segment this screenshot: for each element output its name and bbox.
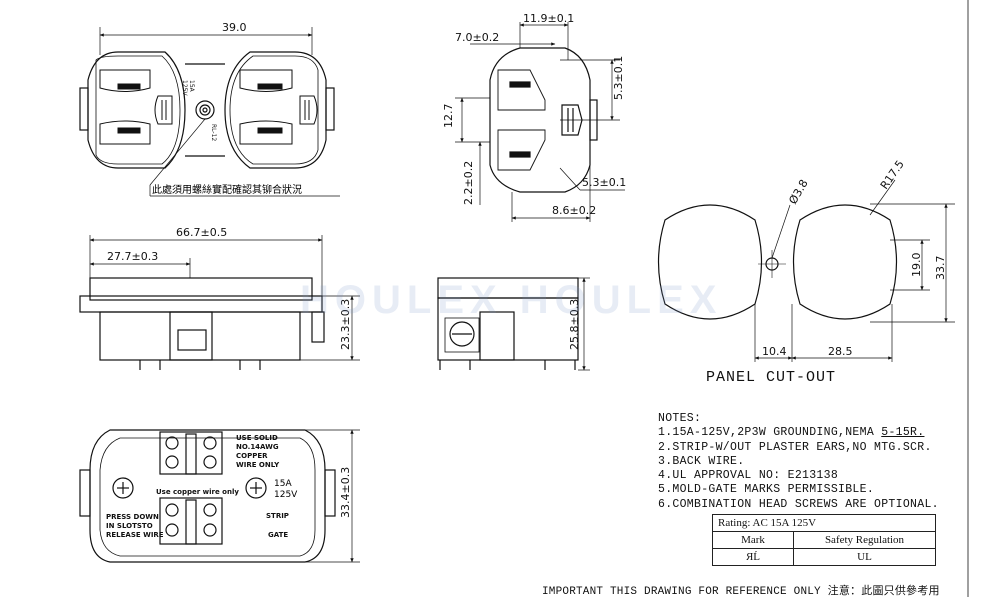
rating-row-values: ЯĹ UL xyxy=(713,549,935,565)
front-model-text: RL-12 xyxy=(210,124,217,141)
back-label-copper-wire: Use copper wire only xyxy=(156,488,239,496)
side-long-half-dim: 27.7±0.3 xyxy=(107,250,158,263)
note-3: 3.BACK WIRE. xyxy=(658,454,745,468)
back-height-dim: 33.4±0.3 xyxy=(339,467,352,518)
note-1-nema: 5-15R. xyxy=(881,426,925,440)
note-4: 4.UL APPROVAL NO: E213138 xyxy=(658,469,839,483)
cutout-outer-dim: 33.7 xyxy=(934,256,947,281)
cutout-gap-dim: 10.4 xyxy=(762,345,787,358)
rating-reg-value: UL xyxy=(857,551,872,563)
back-label-awg: NO.14AWG xyxy=(236,443,279,451)
side-view-small xyxy=(455,22,625,222)
front-voltage-text: 125V xyxy=(181,80,188,96)
end-height-dim: 25.8±0.3 xyxy=(568,299,581,350)
side-long-height-dim: 23.3±0.3 xyxy=(339,299,352,350)
back-label-slots: IN SLOTSTO xyxy=(106,522,153,530)
side-dim-right-bottom: 5.3±0.1 xyxy=(582,176,626,189)
side-dim-right-top: 5.3±0.1 xyxy=(612,56,625,100)
end-view xyxy=(437,277,590,371)
cutout-width-dim: 28.5 xyxy=(828,345,853,358)
ul-mark-icon: ЯĹ xyxy=(713,549,794,565)
side-dim-bottom: 8.6±0.2 xyxy=(552,204,596,217)
side-long-total-dim: 66.7±0.5 xyxy=(176,226,227,239)
note-6: 6.COMBINATION HEAD SCREWS ARE OPTIONAL. xyxy=(658,497,939,511)
note-5: 5.MOLD-GATE MARKS PERMISSIBLE. xyxy=(658,483,875,497)
rating-row-headers: Mark Safety Regulation xyxy=(713,532,935,549)
back-label-wire-only: WIRE ONLY xyxy=(236,461,280,469)
back-label-voltage: 125V xyxy=(274,490,298,500)
side-dim-height: 12.7 xyxy=(442,104,455,129)
panel-cutout-view xyxy=(657,179,955,362)
front-rating-text: 15A xyxy=(188,80,195,93)
back-label-copper: COPPER xyxy=(236,452,268,460)
notes-block: NOTES: 1.15A-125V,2P3W GROUNDING,NEMA 5-… xyxy=(658,412,939,512)
note-2: 2.STRIP-W/OUT PLASTER EARS,NO MTG.SCR. xyxy=(658,440,932,454)
rating-table: Rating: AC 15A 125V Mark Safety Regulati… xyxy=(712,514,936,566)
back-label-gate: GATE xyxy=(268,531,288,539)
rating-col-mark: Mark xyxy=(713,532,794,548)
back-view xyxy=(79,429,360,563)
side-dim-left-bottom: 2.2±0.2 xyxy=(462,161,475,205)
footer-note: IMPORTANT THIS DRAWING FOR REFERENCE ONL… xyxy=(542,586,940,598)
front-width-dim: 39.0 xyxy=(222,21,247,34)
note-1: 1.15A-125V,2P3W GROUNDING,NEMA 5-15R. xyxy=(658,426,939,440)
back-label-use-solid: USE SOLID xyxy=(236,434,278,442)
note-1-text: 1.15A-125V,2P3W GROUNDING,NEMA xyxy=(658,426,882,440)
back-label-rating: 15A xyxy=(274,479,292,489)
rating-header: Rating: AC 15A 125V xyxy=(713,515,935,532)
side-dim-left: 7.0±0.2 xyxy=(455,31,499,44)
panel-cutout-title: PANEL CUT-OUT xyxy=(706,369,837,386)
front-view xyxy=(79,27,340,197)
back-label-press: PRESS DOWN xyxy=(106,513,159,521)
front-callout: 此處須用螺絲實配確認其铆合狀況 xyxy=(152,183,302,196)
side-dim-top: 11.9±0.1 xyxy=(523,12,574,25)
back-label-release: RELEASE WIRE xyxy=(106,531,164,539)
rating-col-reg: Safety Regulation xyxy=(824,534,905,546)
notes-heading: NOTES: xyxy=(658,412,702,425)
watermark: HOULEX HOULEX xyxy=(300,278,723,322)
cutout-hole-dim: Ø3.8 xyxy=(786,177,810,206)
cutout-inner-dim: 19.0 xyxy=(910,253,923,278)
side-view-long xyxy=(79,235,360,370)
cutout-radius-dim: R17.5 xyxy=(878,158,907,192)
back-label-strip: STRIP xyxy=(266,512,289,520)
